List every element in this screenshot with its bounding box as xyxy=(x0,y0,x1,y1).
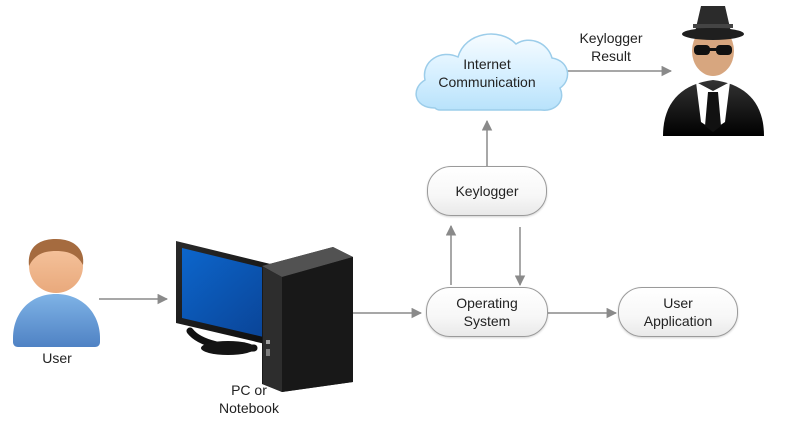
keylogger-result-label: Keylogger Result xyxy=(579,30,643,64)
pc-or-notebook-label: PC or Notebook xyxy=(219,382,279,416)
user-label: User xyxy=(42,350,72,366)
computer-icon xyxy=(176,241,353,392)
internet-communication-label: Internet Communication xyxy=(438,56,536,90)
user-icon xyxy=(13,239,100,347)
operating-system-label: Operating System xyxy=(456,295,518,329)
user-application-label: User Application xyxy=(643,295,713,329)
keylogger-label: Keylogger xyxy=(455,183,519,199)
operating-system-node: Operating System xyxy=(426,287,548,337)
hacker-icon xyxy=(663,6,764,136)
keylogger-node: Keylogger xyxy=(427,166,547,216)
cloud-icon xyxy=(415,33,569,111)
user-application-node: User Application xyxy=(618,287,738,337)
